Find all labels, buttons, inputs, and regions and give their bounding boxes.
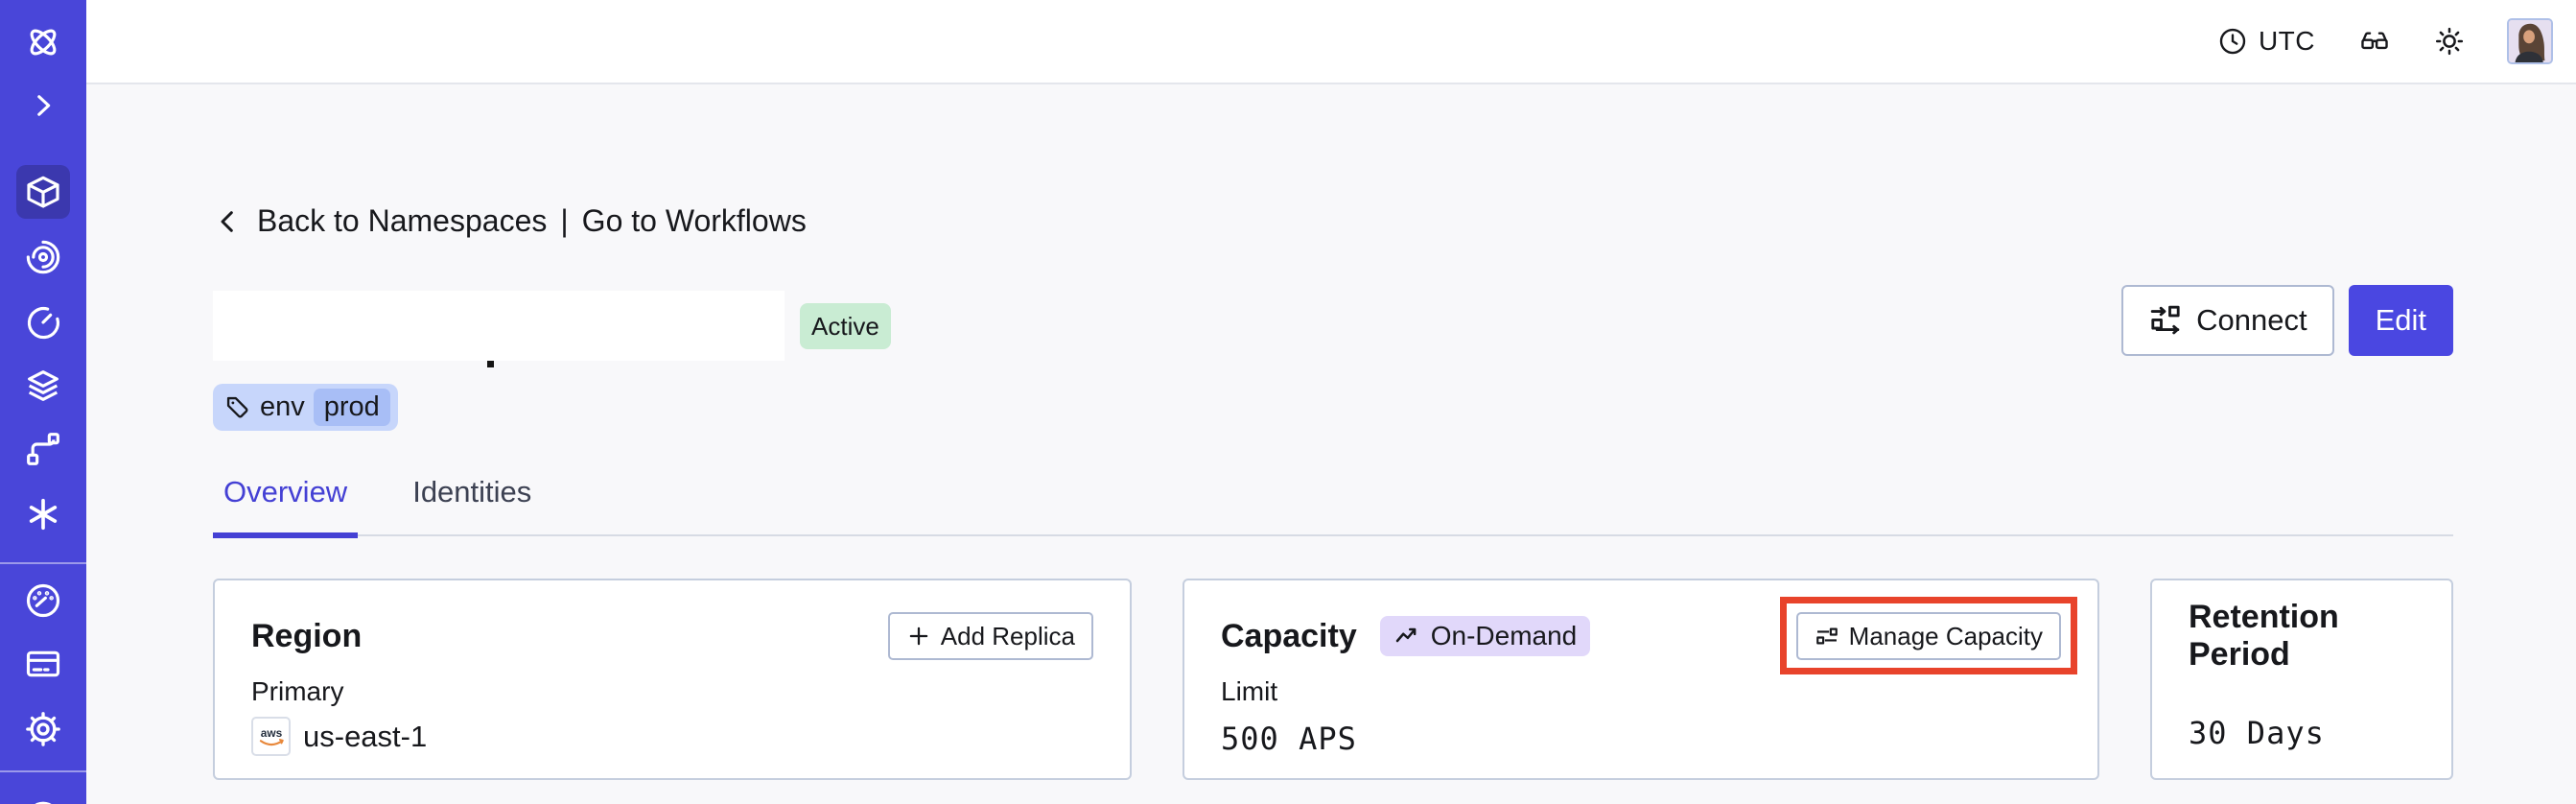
region-value: us-east-1 (303, 719, 428, 753)
sidebar-divider (0, 770, 86, 772)
timezone-selector[interactable]: UTC (2218, 26, 2315, 57)
retention-value: 30 Days (2189, 715, 2325, 751)
breadcrumb: Back to Namespaces | Go to Workflows (213, 203, 2453, 239)
tag-icon (224, 394, 251, 421)
tab-overview[interactable]: Overview (213, 475, 359, 538)
sidebar-item-schedules[interactable] (16, 296, 70, 349)
sidebar-item-namespaces[interactable] (16, 165, 70, 219)
labs-glasses-icon[interactable] (2357, 26, 2392, 57)
plan-badge-label: On-Demand (1430, 621, 1578, 650)
clock-icon (2218, 27, 2247, 56)
svg-text:aws: aws (260, 726, 282, 740)
edit-button[interactable]: Edit (2348, 285, 2453, 356)
main-content: Back to Namespaces | Go to Workflows Act… (213, 84, 2453, 780)
capacity-value: 500 APS (1221, 721, 1357, 757)
sidebar-item-batch-operations[interactable] (16, 422, 70, 476)
manage-capacity-label: Manage Capacity (1848, 621, 2043, 650)
sidebar-item-nexus[interactable] (16, 487, 70, 541)
sidebar-item-usage[interactable] (16, 574, 70, 627)
sidebar-item-workflows[interactable] (16, 230, 70, 284)
manage-capacity-button[interactable]: Manage Capacity (1795, 612, 2061, 660)
add-replica-button[interactable]: Add Replica (887, 612, 1093, 660)
namespace-name-fragment (487, 361, 494, 367)
retention-card: Retention Period 30 Days (2150, 579, 2453, 780)
region-field-label: Primary (251, 676, 344, 706)
namespace-title-block: Active env prod (213, 291, 891, 431)
tab-bar: Overview Identities (213, 475, 2453, 538)
plan-badge: On-Demand (1379, 616, 1591, 656)
capacity-card-title: Capacity (1221, 617, 1357, 654)
sidebar (0, 0, 86, 804)
sliders-icon (1815, 624, 1839, 649)
retention-card-title: Retention Period (2189, 599, 2339, 673)
tag-value: prod (313, 389, 390, 426)
namespace-header: Active env prod (213, 285, 2453, 431)
status-badge: Active (800, 303, 891, 349)
edit-button-label: Edit (2375, 303, 2426, 337)
sidebar-item-deployments[interactable] (16, 359, 70, 413)
go-to-workflows-link[interactable]: Go to Workflows (581, 203, 807, 238)
temporal-logo-icon[interactable] (16, 15, 70, 69)
trending-up-icon (1393, 622, 1422, 650)
connect-flow-icon (2148, 303, 2183, 338)
connect-button-label: Connect (2196, 303, 2307, 337)
plus-icon (906, 624, 931, 649)
add-replica-label: Add Replica (940, 621, 1075, 650)
aws-logo-icon: aws (251, 717, 291, 756)
region-card: Region Add Replica Primary aws (213, 579, 1132, 780)
tab-identities[interactable]: Identities (412, 475, 532, 508)
sidebar-expand-chevron-icon[interactable] (16, 79, 70, 132)
namespace-name-redacted (213, 291, 785, 367)
capacity-field-label: Limit (1221, 676, 1278, 706)
timezone-label: UTC (2258, 26, 2315, 56)
breadcrumb-separator: | (560, 203, 569, 238)
chevron-left-icon[interactable] (213, 204, 244, 239)
namespace-tag-chip[interactable]: env prod (213, 384, 398, 431)
tag-key: env (260, 391, 305, 422)
theme-toggle-sun-icon[interactable] (2434, 26, 2465, 57)
sidebar-divider (0, 562, 86, 564)
topbar: UTC (86, 0, 2576, 84)
connect-button[interactable]: Connect (2121, 285, 2334, 356)
user-avatar[interactable] (2507, 18, 2553, 64)
sidebar-item-settings[interactable] (16, 702, 70, 756)
capacity-card: Capacity On-Demand (1183, 579, 2099, 780)
namespace-actions: Connect Edit (2121, 285, 2453, 356)
sidebar-item-support[interactable] (16, 785, 70, 804)
back-to-namespaces-link[interactable]: Back to Namespaces (257, 203, 548, 238)
overview-cards: Region Add Replica Primary aws (213, 579, 2453, 780)
sidebar-item-billing[interactable] (16, 637, 70, 691)
region-card-title: Region (251, 617, 363, 654)
